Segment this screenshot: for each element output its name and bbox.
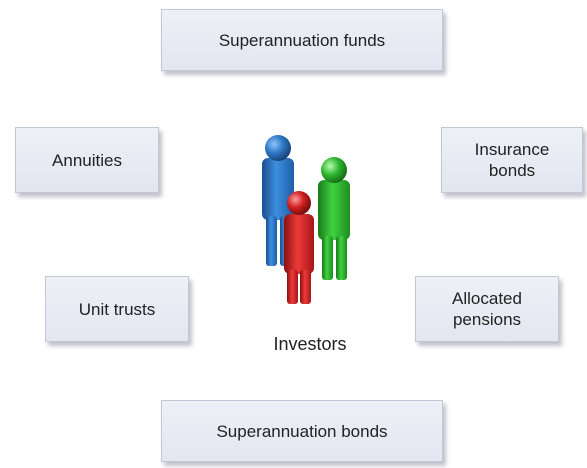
superannuation-bonds-label: Superannuation bonds — [216, 421, 388, 441]
blue-person-icon — [262, 135, 294, 266]
insurance-bonds-label: Insurance bonds — [474, 140, 550, 180]
allocated-pensions-label: Allocated pensions — [452, 289, 522, 329]
unit-trusts-label: Unit trusts — [78, 299, 156, 319]
superannuation-funds-box: Superannuation funds — [161, 9, 443, 71]
insurance-bonds-box: Insurance bonds — [441, 127, 583, 193]
superannuation-funds-label: Superannuation funds — [218, 30, 386, 50]
red-person-icon — [284, 191, 314, 304]
green-person-icon — [318, 157, 350, 280]
annuities-label: Annuities — [52, 150, 122, 170]
investors-figure — [262, 135, 350, 304]
annuities-box: Annuities — [15, 127, 159, 193]
unit-trusts-box: Unit trusts — [45, 276, 189, 342]
investors-label: Investors — [273, 334, 347, 354]
allocated-pensions-box: Allocated pensions — [415, 276, 559, 342]
superannuation-bonds-box: Superannuation bonds — [161, 400, 443, 462]
